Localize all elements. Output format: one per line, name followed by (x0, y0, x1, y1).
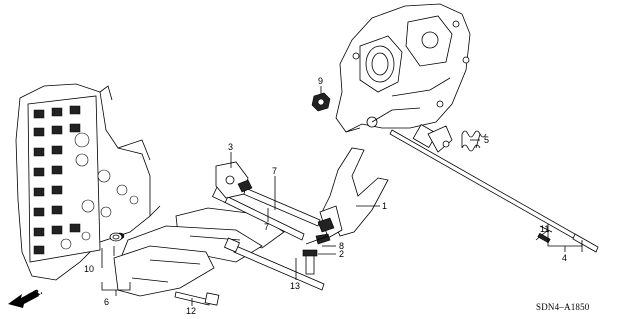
clip (305, 233, 331, 245)
callout-4: 4 (562, 253, 567, 263)
bolt-13 (223, 237, 325, 291)
front-direction-arrow (8, 290, 39, 308)
callout-8: 8 (339, 241, 344, 251)
shift-fork (317, 147, 389, 239)
callout-2: 2 (339, 249, 344, 259)
nut (311, 92, 331, 112)
bolt-2 (302, 249, 318, 275)
callout-10: 10 (84, 264, 94, 274)
callout-7-lower: 7 (264, 222, 269, 232)
callout-1: 1 (382, 201, 387, 211)
o-ring (109, 232, 123, 242)
diagram-code: SDN4–A1850 (536, 302, 590, 312)
bolt-12 (174, 291, 220, 306)
transmission-housing (335, 3, 471, 133)
shift-shaft (389, 124, 599, 253)
front-direction-label: FR. (26, 286, 43, 302)
leader-lines (101, 86, 583, 306)
callout-7-upper: 7 (272, 166, 277, 176)
callout-3: 3 (228, 142, 233, 152)
valve-body (15, 83, 161, 281)
return-spring (461, 130, 487, 152)
callout-12: 12 (186, 306, 196, 316)
callout-5: 5 (484, 135, 489, 145)
lever-bracket (215, 161, 253, 199)
callout-9: 9 (318, 76, 323, 86)
callout-11: 11 (540, 224, 549, 234)
callout-6: 6 (104, 297, 109, 307)
callout-13: 13 (290, 281, 300, 291)
